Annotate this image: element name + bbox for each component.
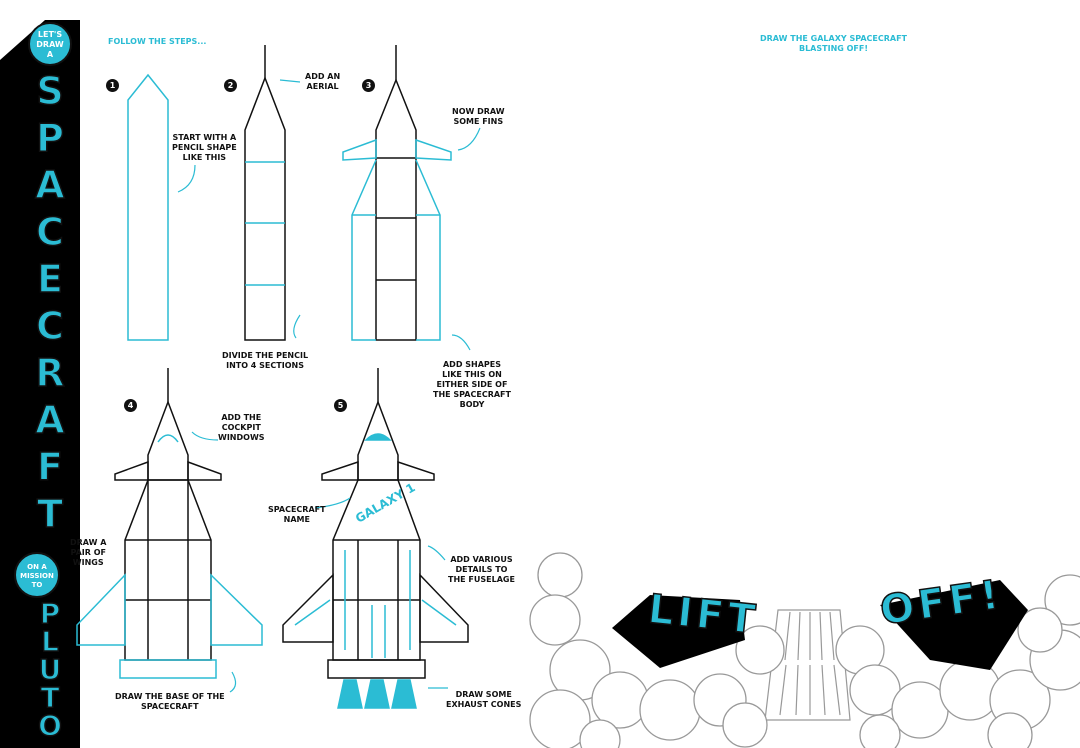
title-letter: S xyxy=(36,69,65,113)
rocket-step-5 xyxy=(282,368,469,709)
title-letter: R xyxy=(35,351,66,395)
step-4-note3: DRAW THE BASE OF THE SPACECRAFT xyxy=(115,692,225,711)
rocket-step-4 xyxy=(76,368,263,679)
step-3-note2: ADD SHAPES LIKE THIS ON EITHER SIDE OF T… xyxy=(433,360,511,409)
title-letter: A xyxy=(35,163,66,207)
mission-badge: ON A MISSION TO xyxy=(14,552,60,598)
title-letter: C xyxy=(35,304,64,348)
step-1-note: START WITH A PENCIL SHAPE LIKE THIS xyxy=(172,133,237,162)
right-heading: DRAW THE GALAXY SPACECRAFT BLASTING OFF! xyxy=(760,34,907,53)
step-5-note2: ADD VARIOUS DETAILS TO THE FUSELAGE xyxy=(448,555,515,584)
rocket-step-1 xyxy=(127,73,169,341)
rocket-step-2 xyxy=(244,45,286,341)
smoke-clouds xyxy=(529,552,1080,748)
step-number: 3 xyxy=(362,79,375,92)
step-number: 2 xyxy=(224,79,237,92)
title-letter: C xyxy=(35,210,64,254)
title-letter: F xyxy=(36,445,63,489)
exhaust-trail xyxy=(764,609,851,721)
title-letter: E xyxy=(36,257,63,301)
title-letter: A xyxy=(35,398,66,442)
steps-heading: FOLLOW THE STEPS... xyxy=(108,37,207,46)
step-number: 1 xyxy=(106,79,119,92)
step-4-note: ADD THE COCKPIT WINDOWS xyxy=(218,413,265,442)
step-4-note2: DRAW A PAIR OF WINGS xyxy=(70,538,107,567)
step-5-note: SPACECRAFT NAME xyxy=(268,505,326,524)
rocket-step-3 xyxy=(342,45,452,341)
pluto-letter: P xyxy=(39,597,61,630)
step-2-note: ADD AN AERIAL xyxy=(305,72,341,91)
lift-shadow xyxy=(612,595,745,668)
pluto-letter: T xyxy=(40,681,61,714)
off-shadow xyxy=(880,580,1028,670)
title-letter: P xyxy=(35,116,64,160)
pluto-letter: L xyxy=(40,625,59,658)
pluto-letter: U xyxy=(38,653,62,686)
step-2-note2: DIVIDE THE PENCIL INTO 4 SECTIONS xyxy=(222,351,309,370)
step-number: 4 xyxy=(124,399,137,412)
intro-badge: LET'S DRAW A xyxy=(28,22,72,66)
step-5-note3: DRAW SOME EXHAUST CONES xyxy=(446,690,522,709)
pluto-letter: O xyxy=(37,709,62,742)
step-number: 5 xyxy=(334,399,347,412)
step-3-note: NOW DRAW SOME FINS xyxy=(452,107,505,126)
title-letter: T xyxy=(36,492,63,536)
arrows xyxy=(177,79,481,693)
